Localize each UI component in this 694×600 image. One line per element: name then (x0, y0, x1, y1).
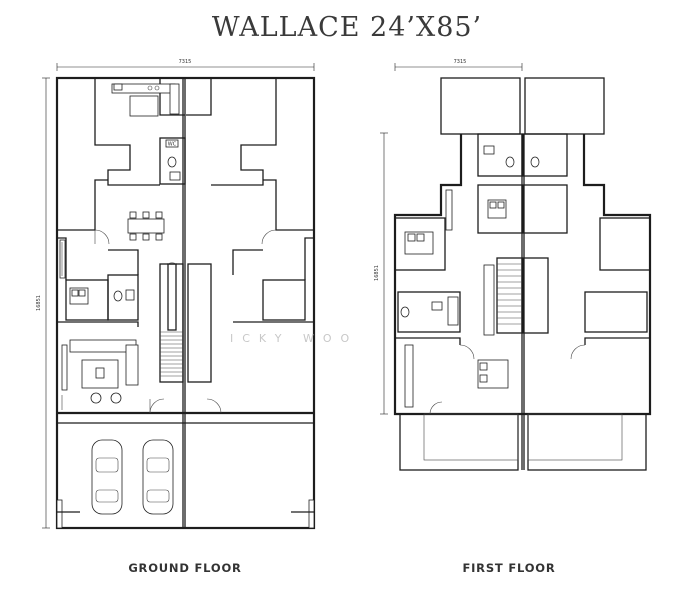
plan-title: WALLACE 24’X85’ (211, 12, 483, 43)
ground-floor-label: GROUND FLOOR (128, 561, 242, 575)
ground-right-unit (186, 78, 315, 529)
ground-length-dimension-label: 16851 (36, 295, 42, 311)
ground-width-dimension-label: 7315 (179, 59, 192, 65)
ground-left-car (91, 439, 174, 515)
ground-length-dimension: 16851 (36, 77, 50, 529)
ground-stair-treads (160, 331, 183, 377)
first-floor-label: FIRST FLOOR (462, 561, 556, 575)
first-left-unit (394, 133, 523, 415)
first-width-dimension: 7315 (394, 59, 523, 71)
first-width-dimension-label: 7315 (454, 59, 467, 65)
ground-width-dimension: 7315 (56, 59, 315, 71)
first-stair-treads (497, 263, 522, 325)
wc-tag: WC (168, 142, 177, 148)
ground-floor-plan: 7315 16851 (36, 59, 316, 530)
ground-left-unit: WC (56, 78, 186, 529)
first-length-dimension: 16851 (374, 132, 388, 415)
watermark: ICKY WOO (230, 332, 358, 345)
first-length-dimension-label: 16851 (374, 265, 380, 281)
first-floor-plan: 7315 16851 (374, 59, 652, 471)
first-right-unit (522, 133, 651, 360)
